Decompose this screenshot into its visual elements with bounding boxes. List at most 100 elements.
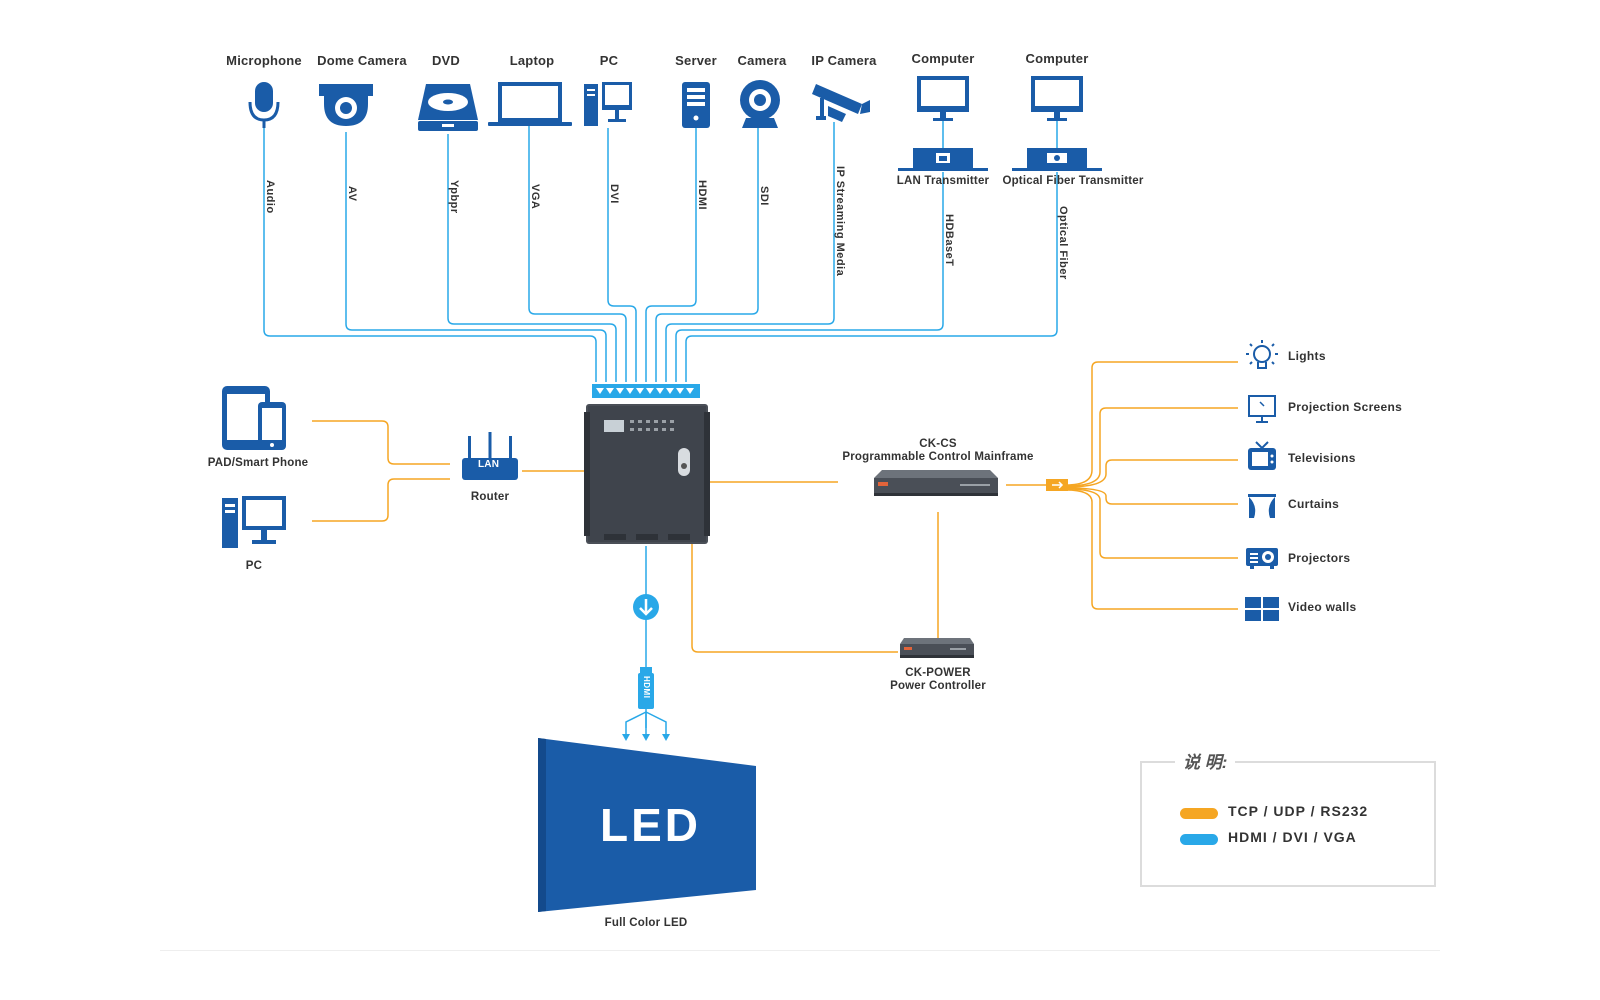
signal-label-av: AV [346,186,358,202]
wire-out-lights [1065,361,1238,486]
projection-screen-icon [1248,395,1276,423]
signal-label-ip-streaming: IP Streaming Media [834,166,846,277]
wire-matrix-power [691,540,898,653]
matrix-switcher [584,404,710,544]
desktop-pc-icon [222,496,286,548]
wire-ypbpr [447,134,617,382]
legend-box [1140,761,1436,887]
projector-icon [1246,548,1278,569]
tablet-phone-icon [222,386,286,450]
signal-label-dvi: DVI [608,184,620,204]
download-circle-icon [633,594,659,620]
wire-pc-router [312,478,450,522]
fiber-transmitter-label: Optical Fiber Transmitter [1002,175,1144,187]
signal-label-hdbaset: HDBaseT [943,214,955,267]
control-mainframe-device [874,470,998,496]
lan-transmitter-icon [898,148,988,171]
wire-hdbaset [675,172,944,382]
wire-out-screens [1065,407,1238,487]
computer-1-monitor-icon [917,76,969,121]
source-label-dome-camera: Dome Camera [317,53,407,68]
wire-dvi [607,128,637,382]
source-label-camera: Camera [737,53,787,68]
output-label-lights: Lights [1288,349,1326,363]
hdmi-connector-icon [638,667,654,709]
microphone-icon [248,82,280,128]
ip-camera-icon [812,84,870,122]
output-label-projection-screens: Projection Screens [1288,400,1403,414]
computer-label-1: Computer [911,51,975,66]
power-model-label: CK-POWER [905,667,971,679]
input-arrows [596,388,694,394]
legend-label-tcp: TCP / UDP / RS232 [1228,803,1369,819]
source-label-server: Server [675,53,717,68]
legend-swatch-blue [1180,834,1218,845]
signal-label-sdi: SDI [758,186,770,206]
lan-transmitter-label: LAN Transmitter [896,175,990,187]
output-label-curtains: Curtains [1288,497,1340,511]
wire-out-videowall [1065,489,1238,610]
computer-label-2: Computer [1025,51,1089,66]
splitter-icon [1046,479,1068,491]
router-label: Router [470,491,510,503]
laptop-icon [488,82,572,126]
wire-out-projectors [1065,488,1238,559]
led-panel-text: LED [600,799,701,851]
legend-label-hdmi: HDMI / DVI / VGA [1228,829,1357,845]
wire-av [345,132,607,382]
source-label-pc: PC [599,53,619,68]
led-caption: Full Color LED [604,917,688,929]
signal-label-audio: Audio [264,180,276,214]
legend-swatch-orange [1180,808,1218,819]
source-label-dvd: DVD [431,53,461,68]
wire-tablet-router [312,420,450,465]
power-controller-device [900,638,974,658]
source-label-ip-camera: IP Camera [811,53,877,68]
wire-audio [263,128,597,382]
input-header [592,384,700,398]
television-icon [1248,441,1276,470]
webcam-icon [740,80,780,128]
control-wiring [312,361,1238,653]
wire-fiber [685,172,1058,382]
wire-vga [528,126,627,382]
light-bulb-icon [1246,340,1278,369]
output-label-televisions: Televisions [1288,451,1356,465]
wire-sdi [655,128,759,382]
router-lan-badge: LAN [478,459,500,470]
output-label-video-walls: Video walls [1288,600,1357,614]
curtains-icon [1248,494,1276,518]
signal-label-hdmi: HDMI [696,180,708,211]
wire-hdmi [645,128,697,382]
control-name-label: Programmable Control Mainframe [842,451,1034,463]
wire-out-curtains [1065,487,1238,505]
wire-ip [665,122,835,382]
tablet-phone-label: PAD/Smart Phone [207,457,309,469]
source-label-laptop: Laptop [509,53,555,68]
dvd-icon [418,84,478,131]
signal-label-optical-fiber: Optical Fiber [1057,206,1069,280]
bottom-divider [160,950,1440,951]
pc-icon [584,82,632,126]
left-pc-label: PC [245,560,263,572]
power-name-label: Power Controller [890,680,986,692]
signal-label-vga: VGA [529,184,541,210]
output-label-projectors: Projectors [1288,551,1351,565]
fiber-transmitter-icon [1012,148,1102,171]
legend-title: 说 明: [1175,748,1236,773]
signal-label-ypbpr: Ypbpr [448,180,460,214]
server-icon [682,82,710,128]
wire-out-tv [1065,459,1238,488]
control-model-label: CK-CS [919,438,957,450]
led-panel [538,738,756,912]
router-icon [462,432,518,480]
video-wiring [263,118,1058,738]
led-arrow-tips [622,734,670,741]
hdmi-connector-label: HDMI [642,676,651,699]
dome-camera-icon [319,84,373,126]
hdmi-fan-out [625,711,667,738]
source-label-microphone: Microphone [226,53,302,68]
video-wall-icon [1245,597,1279,621]
computer-2-monitor-icon [1031,76,1083,121]
